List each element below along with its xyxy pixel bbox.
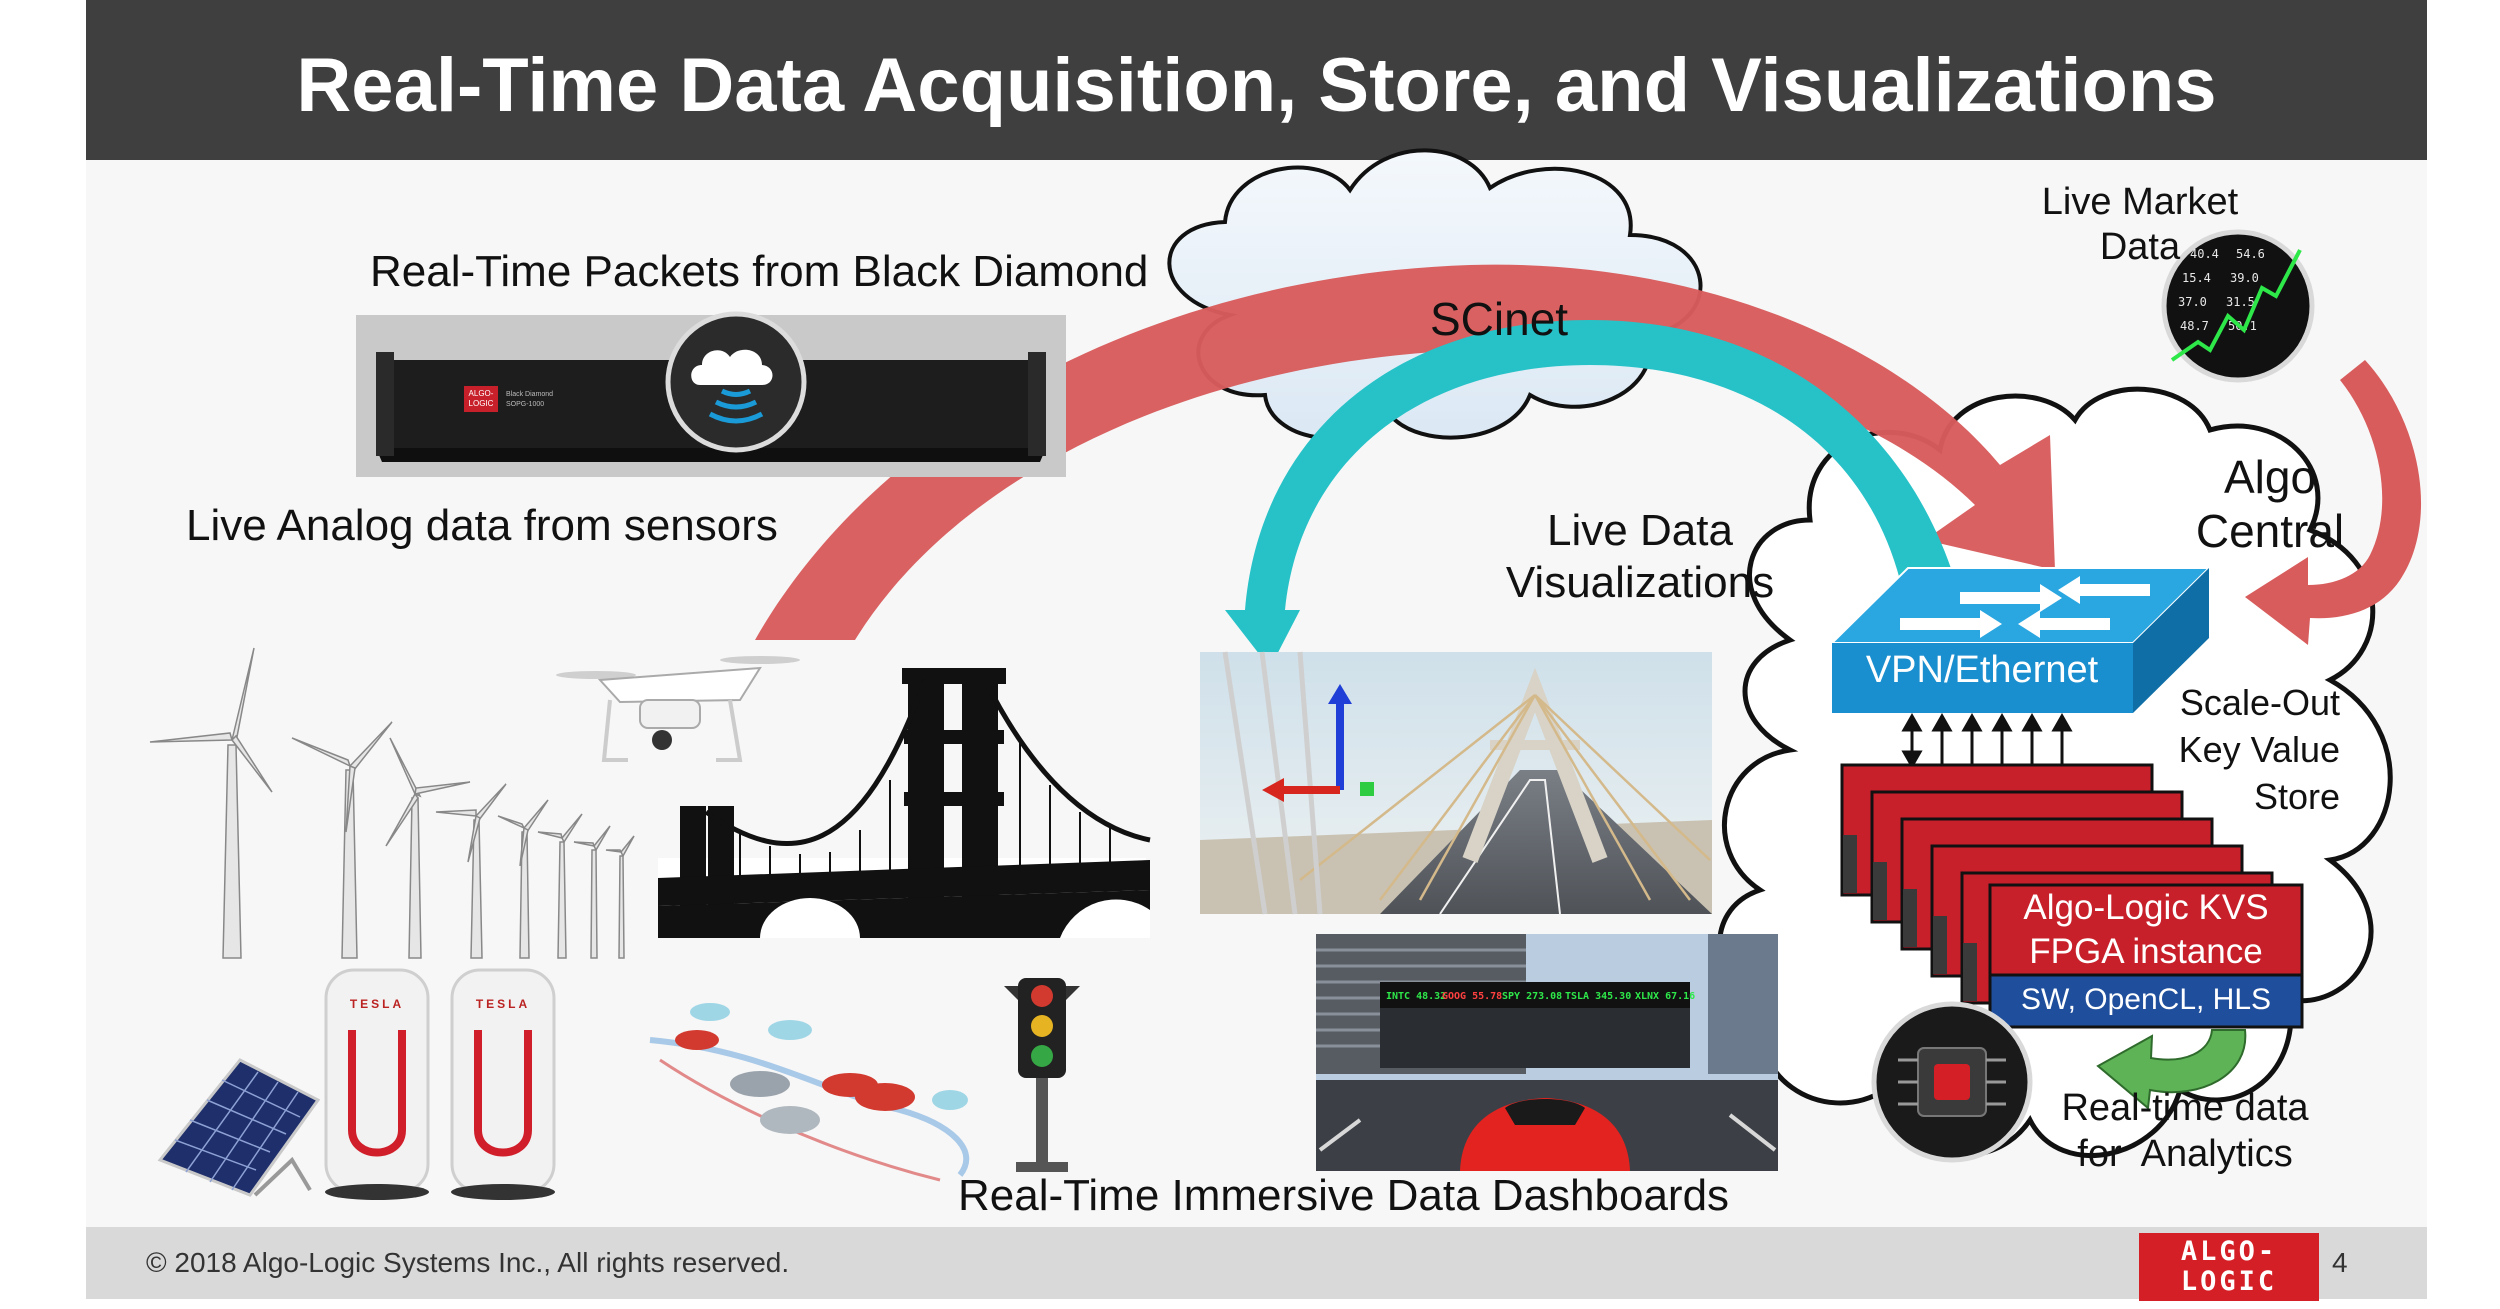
label-algo-central-line1: Algo <box>2223 451 2317 503</box>
market-number: 39.0 <box>2230 271 2259 285</box>
dashboard-visualization: INTC 48.32 GOOG 55.78 SPY 273.08 TSLA 34… <box>1316 934 1778 1171</box>
label-algo-central-line2: Central <box>2195 505 2345 558</box>
market-number: 31.5 <box>2226 295 2255 309</box>
drone <box>556 656 800 762</box>
label-kvs-line1: Algo-Logic KVS <box>2023 888 2269 927</box>
logo-line1: ALGO- <box>2180 1236 2278 1267</box>
label-live-market-line2: Data <box>2099 225 2181 268</box>
bridge-silhouette <box>658 668 1151 938</box>
market-number: 15.4 <box>2182 271 2211 285</box>
label-kvs-line2: FPGA instance <box>2029 931 2263 971</box>
label-live-analog: Live Analog data from sensors <box>186 501 778 550</box>
market-number: 48.7 <box>2180 319 2209 333</box>
copyright-text: © 2018 Algo-Logic Systems Inc., All righ… <box>146 1247 790 1278</box>
market-number: 40.4 <box>2190 247 2219 261</box>
algo-logic-logo: ALGO- LOGIC <box>2139 1233 2319 1301</box>
wind-turbines <box>149 647 635 959</box>
stock-ticker <box>1380 982 1690 1008</box>
tesla-label: TESLA <box>476 997 530 1011</box>
solar-panel <box>157 1058 321 1197</box>
kvs-sub-band <box>1988 973 2304 1029</box>
label-live-viz-line1: Live Data <box>1547 506 1733 555</box>
market-trend-line <box>2170 249 2302 362</box>
label-analytics-line2: for Analytics <box>2077 1133 2293 1176</box>
red-arrow-market-to-central <box>2245 360 2422 645</box>
label-kvs-fpga: Algo-Logic KVS FPGA instance <box>1990 886 2302 974</box>
logo-line2: LOGIC <box>2180 1266 2278 1297</box>
black-diamond-device: ALGO- LOGIC Black Diamond SOPG-1000 <box>356 311 1066 477</box>
traffic-light <box>1004 978 1080 1172</box>
kvs-card-stack <box>1840 763 2304 1029</box>
label-algo-central: Algo Central <box>2150 450 2390 559</box>
label-vpn-ethernet: VPN/Ethernet <box>1865 649 2099 691</box>
label-kvs-sub: SW, OpenCL, HLS <box>2020 983 2272 1016</box>
ticker-item: TSLA 345.30 <box>1565 991 1631 1002</box>
device-logo-line2: LOGIC <box>469 399 494 408</box>
green-analytics-arrow <box>2096 1029 2247 1110</box>
autonomous-cars <box>649 1003 970 1182</box>
market-data-badge: 40.4 54.6 15.4 39.0 37.0 31.5 48.7 50.1 <box>2161 229 2315 383</box>
label-live-visualizations: Live Data Visualizations <box>1490 505 1790 609</box>
title-bar: Real-Time Data Acquisition, Store, and V… <box>86 0 2427 160</box>
cloud-icon <box>691 349 773 385</box>
wireless-icon <box>714 399 758 410</box>
footer-bar: © 2018 Algo-Logic Systems Inc., All righ… <box>86 1227 2427 1299</box>
ticker-item: XLNX 67.16 <box>1635 991 1695 1002</box>
label-scale-out-store: Scale-Out Key Value Store <box>2140 680 2340 820</box>
cyan-arrow-to-visualizations <box>1225 320 1955 668</box>
device-logo-line1: ALGO- <box>469 389 494 398</box>
label-live-viz-line2: Visualizations <box>1505 557 1775 607</box>
tesla-label: TESLA <box>350 997 404 1011</box>
ticker-item: GOOG 55.78 <box>1442 991 1502 1002</box>
page-number: 4 <box>2332 1247 2348 1278</box>
label-live-market-line1: Live Market <box>2041 181 2239 223</box>
label-live-market: Live Market Data <box>2040 180 2240 270</box>
device-model-line2: SOPG-1000 <box>506 401 544 408</box>
device-model-line1: Black Diamond <box>506 391 553 398</box>
market-number: 54.6 <box>2236 247 2265 261</box>
label-scale-out-line1: Scale-Out <box>2179 682 2340 723</box>
label-analytics-line1: Real-time data <box>2061 1087 2309 1129</box>
bridge-visualization <box>1200 651 1712 915</box>
slide-title: Real-Time Data Acquisition, Store, and V… <box>296 43 2217 128</box>
label-scale-out-line3: Store <box>2253 775 2340 817</box>
label-scinet: SCinet <box>1430 293 1569 345</box>
ticker-item: SPY 273.08 <box>1502 991 1562 1002</box>
tesla-superchargers: TESLA TESLA <box>324 968 556 1200</box>
label-realtime-analytics: Real-time data for Analytics <box>2040 1085 2330 1178</box>
ticker-item: INTC 48.32 <box>1386 991 1446 1002</box>
label-packets: Real-Time Packets from Black Diamond <box>370 247 1149 296</box>
label-dashboards: Real-Time Immersive Data Dashboards <box>958 1171 1730 1220</box>
market-number: 37.0 <box>2178 295 2207 309</box>
fpga-chip-badge <box>1871 1001 2033 1163</box>
vpn-ethernet-switch <box>1829 567 2212 713</box>
label-scale-out-line2: Key Value <box>2178 728 2340 770</box>
chip-icon <box>1934 1064 1970 1100</box>
